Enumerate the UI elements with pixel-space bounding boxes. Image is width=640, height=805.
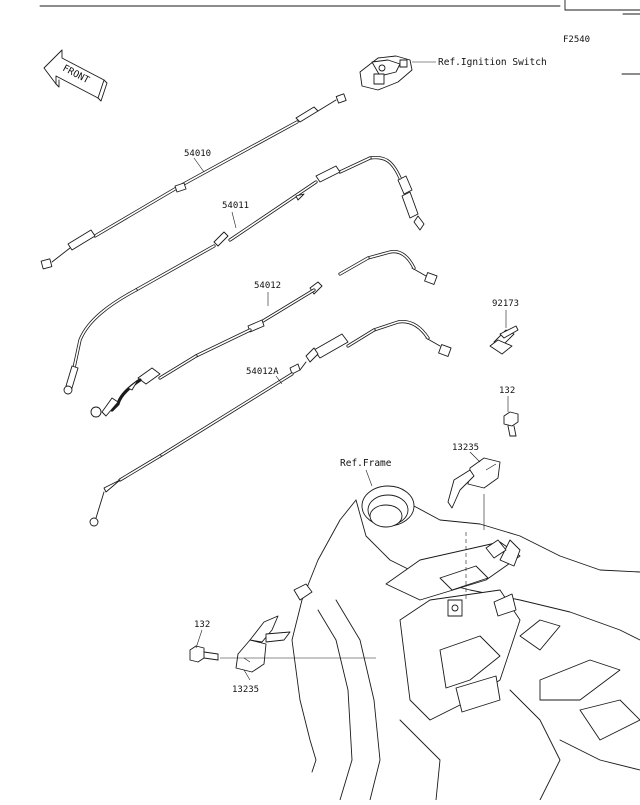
page-border [39,0,640,75]
cable-54012 [90,250,438,418]
part-54012a: 54012A [246,367,279,377]
bolt-132-top [503,411,519,437]
part-13235-top: 13235 [452,443,479,453]
ignition-switch-bracket [359,55,436,91]
cable-54011 [63,155,425,395]
clip-92173 [489,325,519,355]
cable-54010 [40,93,347,270]
front-arrow-icon: FRONT [43,49,108,102]
cable-54012a [89,320,452,527]
part-54010: 54010 [184,149,211,159]
part-54012: 54012 [254,281,281,291]
ref-frame: Ref.Frame [340,458,392,469]
bracket-13235-top [447,457,501,509]
bracket-13235-bottom [235,615,291,673]
figure-code: F2540 [563,35,590,45]
ref-ignition-switch: Ref.Ignition Switch [438,57,547,68]
bolt-132-bottom [189,645,219,663]
part-92173: 92173 [492,299,519,309]
part-132-bottom: 132 [194,620,210,630]
motorcycle-frame [291,485,640,801]
part-13235-bottom: 13235 [232,685,259,695]
part-132-top: 132 [499,386,515,396]
part-54011: 54011 [222,201,249,211]
